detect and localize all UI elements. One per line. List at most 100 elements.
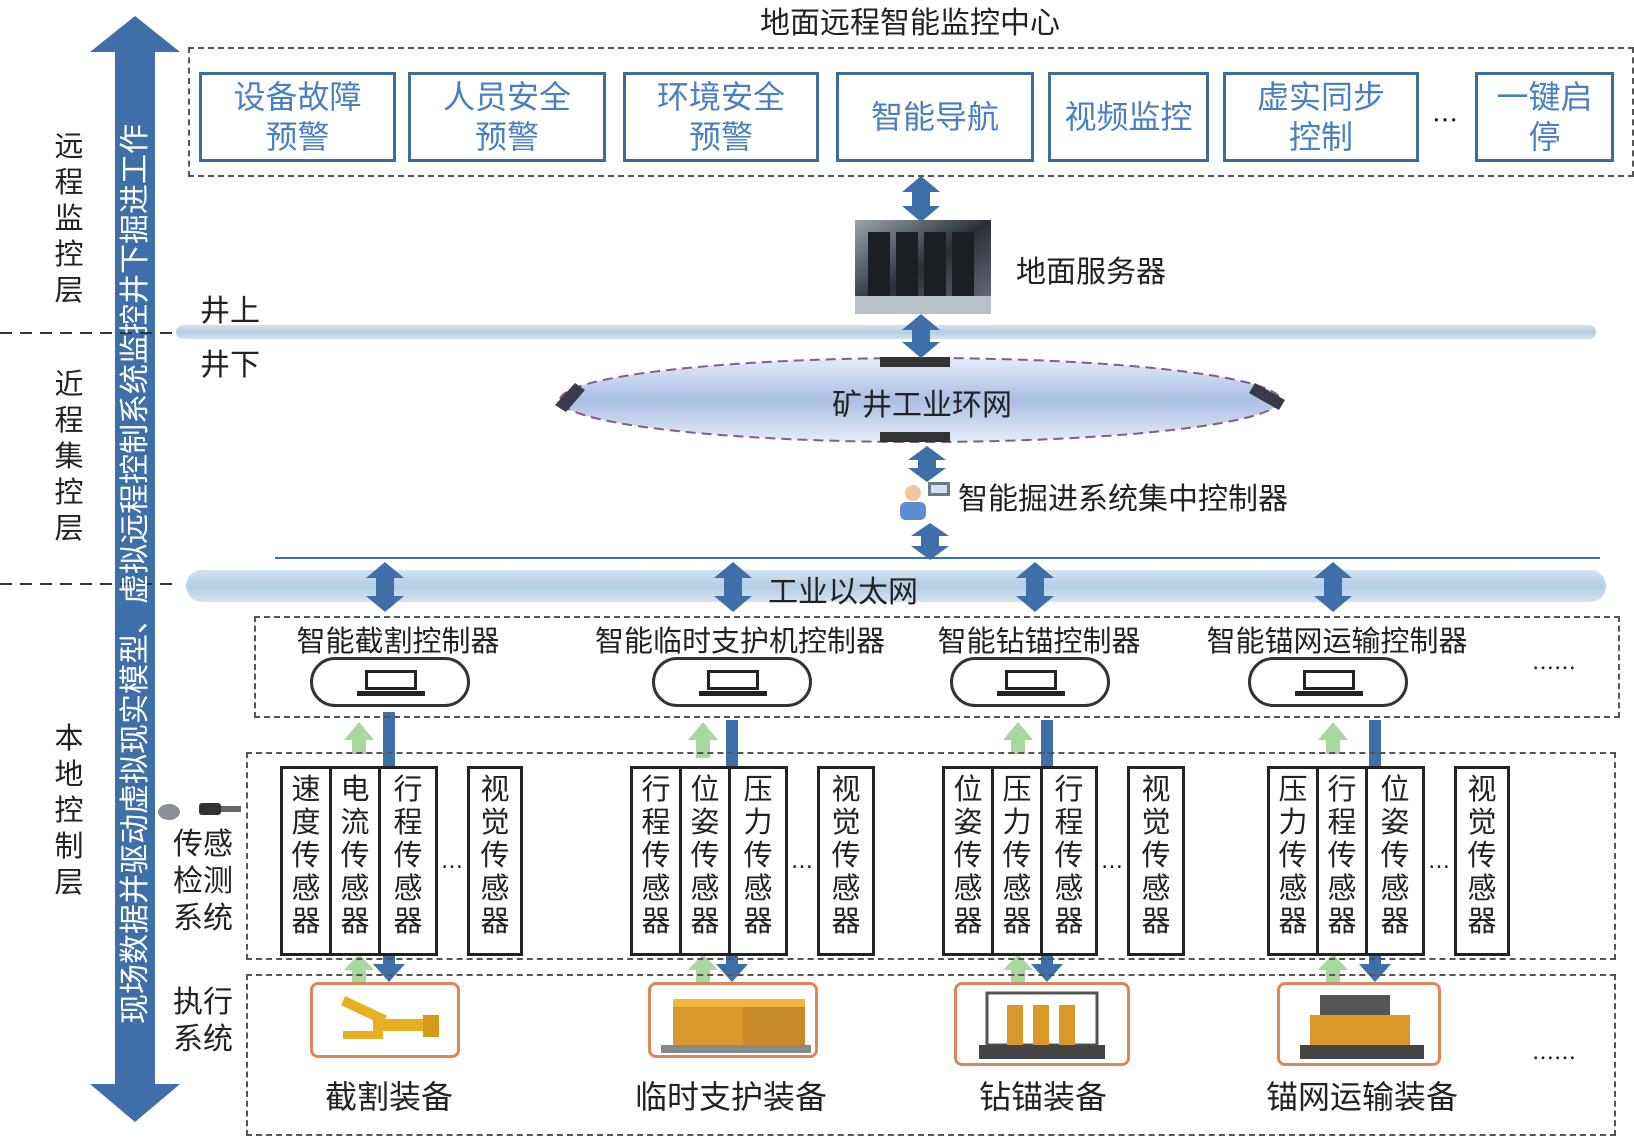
sensing-system-label: 传感检测系统 [173,827,233,936]
ring-network-label: 矿井工业环网 [832,388,1012,423]
equipment-label-drilling-anchor: 钻锚装备 [978,1078,1108,1116]
sensor-cell: 视觉传感器 [1454,766,1510,956]
sensor-cell: 视觉传感器 [817,766,875,956]
controllers-ellipsis: …… [1532,650,1576,675]
sensor-cell: 位姿传感器 [1365,766,1425,956]
sensor-ellipsis: … [791,848,813,874]
sensor-group-temporary-support: 行程传感器 位姿传感器 压力传感器 … 视觉传感器 [630,766,875,956]
equipment-label-mesh-transport: 锚网运输装备 [1265,1078,1459,1116]
sensor-cell: 速度传感器 [280,766,332,956]
switch-icon [880,432,950,442]
controller-drilling-anchor[interactable] [950,657,1110,707]
double-arrow [911,523,949,560]
switch-icon [880,357,950,367]
server-image [855,220,991,314]
ethernet-band [186,570,1606,602]
double-arrow [902,314,940,358]
controller-label-cutting: 智能截割控制器 [296,624,500,658]
sensor-cell: 电流传感器 [329,766,381,956]
sensor-group-drilling-anchor: 位姿传感器 压力传感器 行程传感器 … 视觉传感器 [942,766,1185,956]
sensor-cell: 位姿传感器 [942,766,994,956]
side-double-arrow [90,16,180,1122]
up-arrow [688,954,718,982]
cutting-equipment-illustration [340,996,439,1039]
layer-label-local: 本地控制层 [54,721,84,899]
support-equipment-illustration [661,999,811,1053]
double-arrow [1314,562,1352,612]
function-box-smart-navigation[interactable]: 智能导航 [836,72,1034,162]
up-arrow [344,722,374,754]
double-arrow [366,562,404,612]
double-arrow [902,176,940,222]
side-arrow-text: 现场数据并驱动虚拟现实模型、虚拟远程控制系统监控井下掘进工作 [118,124,153,1024]
laptop-icon [1005,670,1057,690]
above-ground-label: 井上 [200,294,260,329]
ethernet-label: 工业以太网 [768,575,918,610]
equipment-image-temporary-support [648,982,818,1058]
drilling-equipment-illustration [979,991,1105,1059]
ground-line-band [176,325,1596,339]
sensor-cell: 压力传感器 [728,766,788,956]
equipment-image-drilling-anchor [954,982,1130,1066]
switch-icon [555,383,585,412]
layer-label-near: 近程集控层 [54,367,84,545]
execution-system-panel [246,974,1616,1136]
remote-function-panel [188,47,1634,177]
up-arrow [1003,954,1033,982]
controller-temporary-support[interactable] [652,657,812,707]
sensor-ellipsis: … [1101,848,1123,874]
function-box-one-key-start-stop[interactable]: 一键启停 [1475,72,1614,162]
equipment-image-mesh-transport [1277,982,1441,1066]
sensor-group-cutting: 速度传感器 电流传感器 行程传感器 … 视觉传感器 [280,766,523,956]
operator-icon [900,482,950,520]
sensor-device-icon [158,803,241,820]
sensor-cell: 行程传感器 [378,766,438,956]
sensor-cell: 视觉传感器 [467,766,523,956]
switch-icon [1249,383,1285,410]
laptop-icon [1303,670,1355,690]
function-box-video-monitoring[interactable]: 视频监控 [1048,72,1209,162]
sensing-system-panel [246,752,1616,960]
up-arrow [1318,722,1348,754]
function-box-environment-safety[interactable]: 环境安全 预警 [623,72,819,162]
sensor-ellipsis: … [1428,848,1450,874]
function-box-equipment-fault[interactable]: 设备故障 预警 [199,72,396,162]
sensor-cell: 行程传感器 [630,766,682,956]
layer-label-remote: 远程监控层 [54,129,84,307]
laptop-icon [365,670,417,690]
double-arrow [1016,562,1054,612]
server-label: 地面服务器 [1016,255,1166,290]
sensor-cell: 位姿传感器 [679,766,731,956]
controller-label-drilling-anchor: 智能钻锚控制器 [937,624,1141,658]
sensor-cell: 视觉传感器 [1127,766,1185,956]
up-arrow [344,954,374,982]
central-controller-label: 智能掘进系统集中控制器 [958,482,1288,517]
up-arrow [1003,722,1033,754]
controller-cutting[interactable] [310,657,470,707]
double-arrow [714,562,752,612]
sensor-cell: 行程传感器 [1040,766,1098,956]
mesh-transport-illustration [1300,995,1424,1059]
up-arrow [688,722,718,758]
sensor-cell: 行程传感器 [1316,766,1368,956]
sensor-group-mesh-transport: 压力传感器 行程传感器 位姿传感器 … 视觉传感器 [1267,766,1510,956]
below-ground-label: 井下 [200,348,260,383]
sensor-ellipsis: … [441,848,463,874]
function-box-virtual-sync-control[interactable]: 虚实同步 控制 [1223,72,1419,162]
double-arrow [908,446,946,482]
page-title: 地面远程智能监控中心 [760,6,1060,41]
controller-mesh-transport[interactable] [1248,657,1408,707]
controller-label-mesh-transport: 智能锚网运输控制器 [1206,624,1468,658]
equipment-ellipsis: …… [1532,1040,1576,1065]
sensor-cell: 压力传感器 [1267,766,1319,956]
equipment-image-cutting [310,982,460,1058]
equipment-label-temporary-support: 临时支护装备 [634,1078,828,1116]
equipment-label-cutting: 截割装备 [324,1078,454,1116]
sensor-cell: 压力传感器 [991,766,1043,956]
laptop-icon [707,670,759,690]
execution-system-label: 执行系统 [173,985,233,1057]
function-box-personnel-safety[interactable]: 人员安全 预警 [408,72,606,162]
functions-ellipsis: … [1432,98,1458,128]
controller-label-temporary-support: 智能临时支护机控制器 [594,624,886,658]
